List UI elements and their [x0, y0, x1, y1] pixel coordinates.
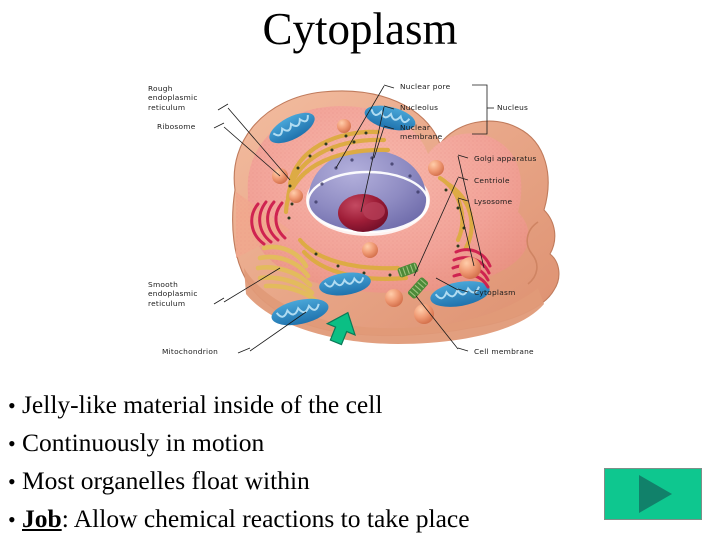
label-nuclear-pore: Nuclear pore	[400, 82, 451, 91]
list-item: • Most organelles float within	[0, 462, 600, 500]
mitochondrion	[319, 272, 371, 296]
bullet-list: • Jelly-like material inside of the cell…	[0, 386, 600, 538]
cell-membrane-front-band	[244, 268, 544, 344]
bullet-text: Most organelles float within	[22, 466, 310, 495]
cytoplasm-highlight-arrow	[325, 311, 357, 346]
label-golgi-apparatus: Golgi apparatus	[474, 154, 537, 163]
bullet-marker: •	[8, 507, 16, 532]
bullet-text: Continuously in motion	[22, 428, 265, 457]
animal-cell-diagram: Rough endoplasmic reticulum Ribosome Smo…	[140, 72, 600, 372]
bullet-text: Jelly-like material inside of the cell	[22, 390, 383, 419]
nucleolus-highlight	[363, 202, 385, 220]
cutaway-wedge-texture	[236, 192, 290, 258]
label-nucleus: Nucleus	[497, 103, 529, 112]
label-nuclear-membrane: Nuclear membrane	[400, 123, 443, 142]
label-cytoplasm: Cytoplasm	[474, 288, 516, 297]
label-smooth-endoplasmic-reticulum: Smooth endoplasmic reticulum	[148, 280, 198, 308]
golgi-apparatus-left	[250, 200, 287, 246]
bullet-marker: •	[8, 469, 16, 494]
play-triangle-icon	[638, 475, 672, 513]
label-ribosome: Ribosome	[157, 122, 196, 131]
next-slide-button[interactable]	[604, 468, 702, 520]
list-item: • Job: Allow chemical reactions to take …	[0, 500, 600, 538]
bullet-marker: •	[8, 393, 16, 418]
bullet-marker: •	[8, 431, 16, 456]
bullet-rest: : Allow chemical reactions to take place	[61, 504, 470, 533]
label-centriole: Centriole	[474, 176, 510, 185]
label-mitochondrion: Mitochondrion	[162, 347, 219, 356]
page-title: Cytoplasm	[262, 4, 458, 54]
bullet-bold-term: Job	[22, 504, 62, 533]
label-lysosome: Lysosome	[474, 197, 513, 206]
centriole-group	[397, 262, 429, 299]
list-item: • Jelly-like material inside of the cell	[0, 386, 600, 424]
label-cell-membrane: Cell membrane	[474, 347, 534, 356]
list-item: • Continuously in motion	[0, 424, 600, 462]
bullet-text: Job: Allow chemical reactions to take pl…	[22, 500, 470, 538]
label-nucleolus: Nucleolus	[400, 103, 439, 112]
membrane-notch	[526, 221, 539, 285]
cell-illustration-svg	[232, 90, 560, 346]
label-rough-endoplasmic-reticulum: Rough endoplasmic reticulum	[148, 84, 198, 112]
